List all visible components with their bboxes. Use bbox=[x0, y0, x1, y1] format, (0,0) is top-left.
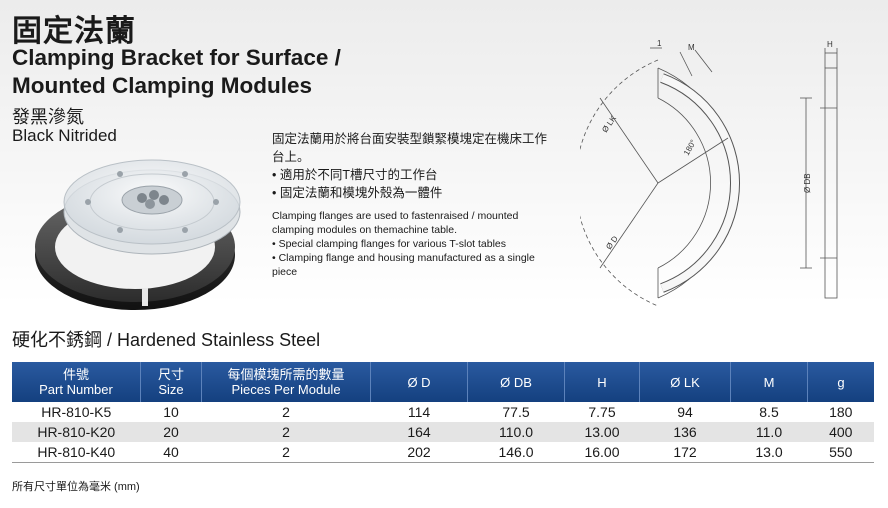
drawing-label-db: Ø DB bbox=[803, 173, 812, 193]
footnote: 所有尺寸單位為毫米 (mm) bbox=[12, 481, 140, 493]
product-photo bbox=[35, 159, 241, 310]
col-header-h: H bbox=[564, 362, 640, 402]
col-header-g: g bbox=[807, 362, 874, 402]
finish-zh: 發黑滲氮 bbox=[12, 107, 84, 127]
col-header-lk: Ø LK bbox=[639, 362, 731, 402]
page-title-zh: 固定法蘭 bbox=[12, 15, 136, 48]
drawing-label-angle: 180° bbox=[682, 138, 698, 157]
col-header-db: Ø DB bbox=[467, 362, 565, 402]
description-zh: 固定法蘭用於將台面安裝型鎖緊模塊定在機床工作台上。 • 適用於不同T槽尺寸的工作… bbox=[272, 130, 552, 202]
description-en: Clamping flanges are used to fastenraise… bbox=[272, 209, 552, 279]
description-zh-bullet: • 適用於不同T槽尺寸的工作台 bbox=[272, 168, 438, 182]
technical-drawing: 1 M H Ø LK 180° Ø DB Ø D bbox=[580, 39, 838, 307]
page-title-en: Clamping Bracket for Surface / Mounted C… bbox=[12, 44, 341, 100]
drawing-label-d: Ø D bbox=[604, 234, 620, 251]
description-en-bullet: • Special clamping flanges for various T… bbox=[272, 238, 507, 250]
section-title: 硬化不銹鋼 / Hardened Stainless Steel bbox=[12, 330, 321, 350]
description-zh-intro: 固定法蘭用於將台面安裝型鎖緊模塊定在機床工作台上。 bbox=[272, 132, 548, 164]
col-header-m: M bbox=[730, 362, 808, 402]
description-en-intro: Clamping flanges are used to fastenraise… bbox=[272, 210, 519, 236]
description-en-bullet: • Clamping flange and housing manufactur… bbox=[272, 252, 535, 278]
drawing-label-1: 1 bbox=[657, 39, 662, 48]
col-header-d: Ø D bbox=[370, 362, 468, 402]
description-zh-bullet: • 固定法蘭和模塊外殼為一體件 bbox=[272, 186, 443, 200]
finish-en: Black Nitrided bbox=[12, 126, 117, 145]
drawing-label-m: M bbox=[688, 43, 695, 52]
drawing-label-lk: Ø LK bbox=[600, 114, 618, 135]
drawing-label-h: H bbox=[827, 40, 833, 49]
page-title-en-line1: Clamping Bracket for Surface / bbox=[12, 45, 341, 70]
page-title-en-line2: Mounted Clamping Modules bbox=[12, 73, 312, 98]
